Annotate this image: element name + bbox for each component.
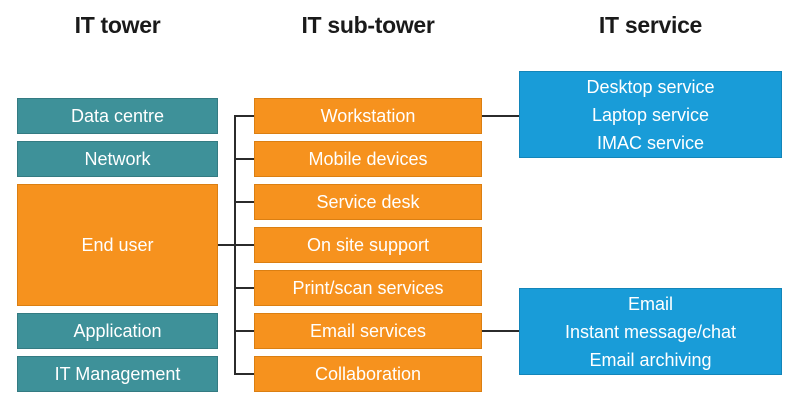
service-line: Desktop service — [586, 76, 715, 97]
box-email-services-group: Email Instant message/chat Email archivi… — [519, 288, 782, 375]
service-box-lines: Email Instant message/chat Email archivi… — [565, 290, 736, 374]
column-header-it-sub-tower: IT sub-tower — [301, 12, 435, 38]
connector-stub-email-services — [235, 330, 254, 332]
connector-end-user-to-subtowers — [218, 244, 254, 246]
box-application: Application — [17, 313, 218, 349]
box-data-centre: Data centre — [17, 98, 218, 134]
connector-email-services-to-email — [482, 330, 519, 332]
service-box-lines: Desktop service Laptop service IMAC serv… — [586, 73, 714, 157]
box-on-site-support: On site support — [254, 227, 482, 263]
box-collaboration: Collaboration — [254, 356, 482, 392]
service-line: Instant message/chat — [564, 321, 737, 342]
box-print-scan-services: Print/scan services — [254, 270, 482, 306]
box-it-management: IT Management — [17, 356, 218, 392]
service-line: IMAC service — [596, 132, 704, 153]
connector-stub-print-scan — [235, 287, 254, 289]
connector-workstation-to-desktop-service — [482, 115, 519, 117]
box-mobile-devices: Mobile devices — [254, 141, 482, 177]
connector-stub-collaboration — [235, 373, 254, 375]
box-network: Network — [17, 141, 218, 177]
box-desktop-services: Desktop service Laptop service IMAC serv… — [519, 71, 782, 158]
column-header-it-service: IT service — [598, 12, 703, 38]
connector-stub-workstation — [235, 115, 254, 117]
box-end-user: End user — [17, 184, 218, 306]
box-workstation: Workstation — [254, 98, 482, 134]
service-line: Email — [627, 293, 673, 314]
connector-stub-service-desk — [235, 201, 254, 203]
box-email-services: Email services — [254, 313, 482, 349]
service-line: Email archiving — [589, 349, 712, 370]
connector-stub-mobile-devices — [235, 158, 254, 160]
column-header-it-tower: IT tower — [74, 12, 161, 38]
service-line: Laptop service — [591, 104, 710, 125]
box-service-desk: Service desk — [254, 184, 482, 220]
